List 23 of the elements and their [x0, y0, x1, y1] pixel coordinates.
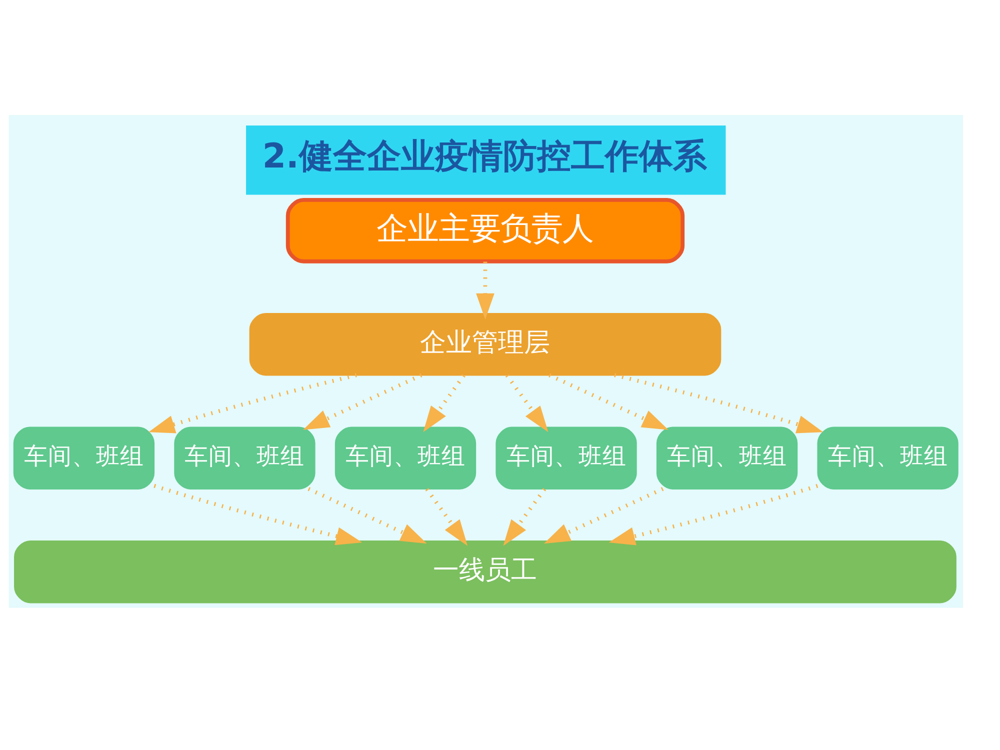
arrow	[425, 488, 468, 546]
node-box: 车间、班组	[174, 426, 316, 489]
node-box: 车间、班组	[817, 426, 958, 489]
arrow	[503, 488, 546, 546]
arrow	[544, 486, 664, 544]
arrow	[476, 261, 494, 320]
arrow	[148, 372, 357, 433]
node-box: 车间、班组	[496, 426, 637, 489]
arrow	[614, 372, 824, 433]
node-box: 企业主要负责人	[286, 198, 685, 263]
node-box: 一线员工	[14, 540, 956, 603]
diagram-title: 2.健全企业疫情防控工作体系	[262, 136, 707, 176]
node-box: 车间、班组	[334, 426, 476, 489]
arrow	[548, 372, 668, 430]
node-box: 企业管理层	[249, 312, 722, 376]
arrow	[608, 483, 818, 545]
arrow	[505, 374, 548, 432]
arrow	[308, 486, 427, 544]
arrow	[154, 483, 362, 545]
node-box: 车间、班组	[656, 426, 798, 489]
arrow	[303, 372, 422, 430]
node-box: 车间、班组	[13, 426, 155, 489]
arrow	[423, 374, 466, 432]
